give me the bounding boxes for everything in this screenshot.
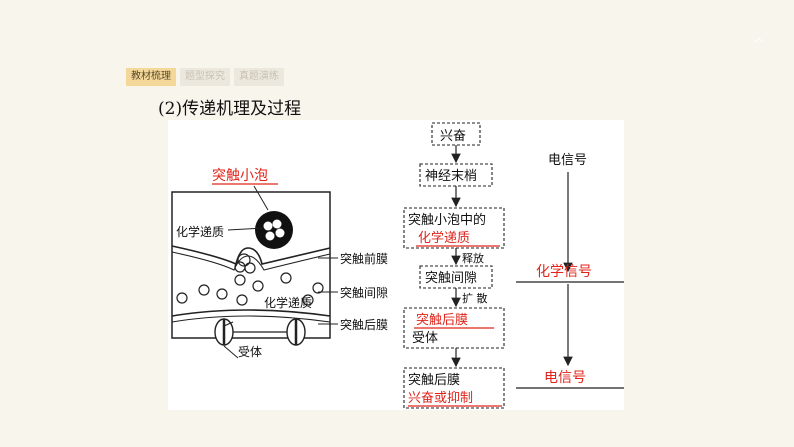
tab-exam-practice[interactable]: 真题演练 [234, 68, 284, 86]
synapse-outline-box [171, 191, 331, 339]
flow-step-transmitter: 化学递质 [418, 230, 470, 246]
vesicle-label: 突触小泡 [212, 168, 268, 184]
receptor-label: 受体 [238, 345, 262, 359]
signal-header-electric: 电信号 [548, 153, 587, 168]
flow-step-nerve-ending: 神经末梢 [425, 169, 477, 184]
flow-box-postsynaptic-response [403, 367, 505, 409]
flow-step-vesicle: 突触小泡中的 [408, 212, 486, 228]
postsynaptic-membrane-line [171, 309, 331, 317]
synaptic-vesicle [255, 211, 293, 249]
synapse-diagram-svg: 突触小泡 化学递质 化学递质 受体 突触前膜 突触间隙 突触后膜 兴奋 神经末梢… [171, 122, 624, 409]
flow-step-receptor: 受体 [412, 331, 438, 346]
neurotransmitter-label: 化学递质 [176, 224, 224, 239]
cleft-molecules [176, 272, 324, 306]
flow-box-vesicle-transmitter [403, 207, 505, 249]
signal-electric-bottom: 电信号 [544, 370, 586, 386]
cleft-transmitter-label: 化学递质 [264, 295, 312, 310]
flow-arrow-release-label: 释放 [462, 251, 484, 265]
flow-step-postsynaptic-membrane-2: 突触后膜 [408, 372, 460, 388]
flow-arrow-diffuse-label: 扩 散 [462, 291, 488, 305]
synapse-figure: 突触小泡 化学递质 化学递质 受体 突触前膜 突触间隙 突触后膜 兴奋 神经末梢… [168, 120, 624, 410]
flow-step-synaptic-cleft: 突触间隙 [425, 270, 477, 286]
flow-step-response: 兴奋或抑制 [408, 391, 473, 406]
synaptic-cleft-label: 突触间隙 [340, 285, 388, 300]
section-title: (2)传递机理及过程 [158, 99, 302, 119]
presynaptic-membrane-line [171, 245, 331, 266]
tab-bar: 教材梳理 题型探究 真题演练 [126, 68, 284, 86]
tab-textbook-review[interactable]: 教材梳理 [126, 68, 176, 86]
tab-question-types[interactable]: 题型探究 [180, 68, 230, 86]
flow-step-postsynaptic-membrane: 突触后膜 [416, 312, 468, 328]
receptor-right [286, 318, 306, 346]
receptor-left [214, 318, 234, 346]
decorative-caret-icon: ^ [753, 36, 764, 50]
postsynaptic-membrane-label: 突触后膜 [340, 317, 388, 332]
presynaptic-membrane-label: 突触前膜 [340, 251, 388, 266]
signal-chemical: 化学信号 [536, 264, 592, 280]
flow-step-excitation: 兴奋 [440, 129, 466, 144]
flow-box-postsynaptic-receptor [403, 307, 505, 349]
